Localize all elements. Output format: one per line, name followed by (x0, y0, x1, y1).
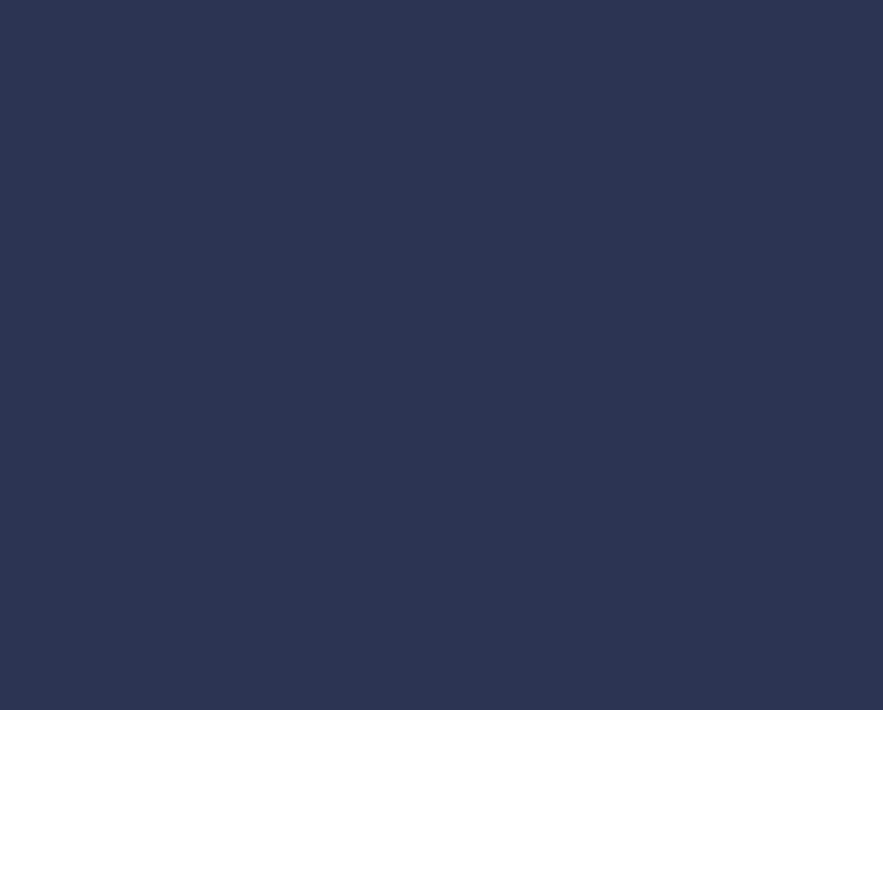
blank-white-area (0, 710, 883, 883)
blank-dark-panel (0, 0, 883, 710)
